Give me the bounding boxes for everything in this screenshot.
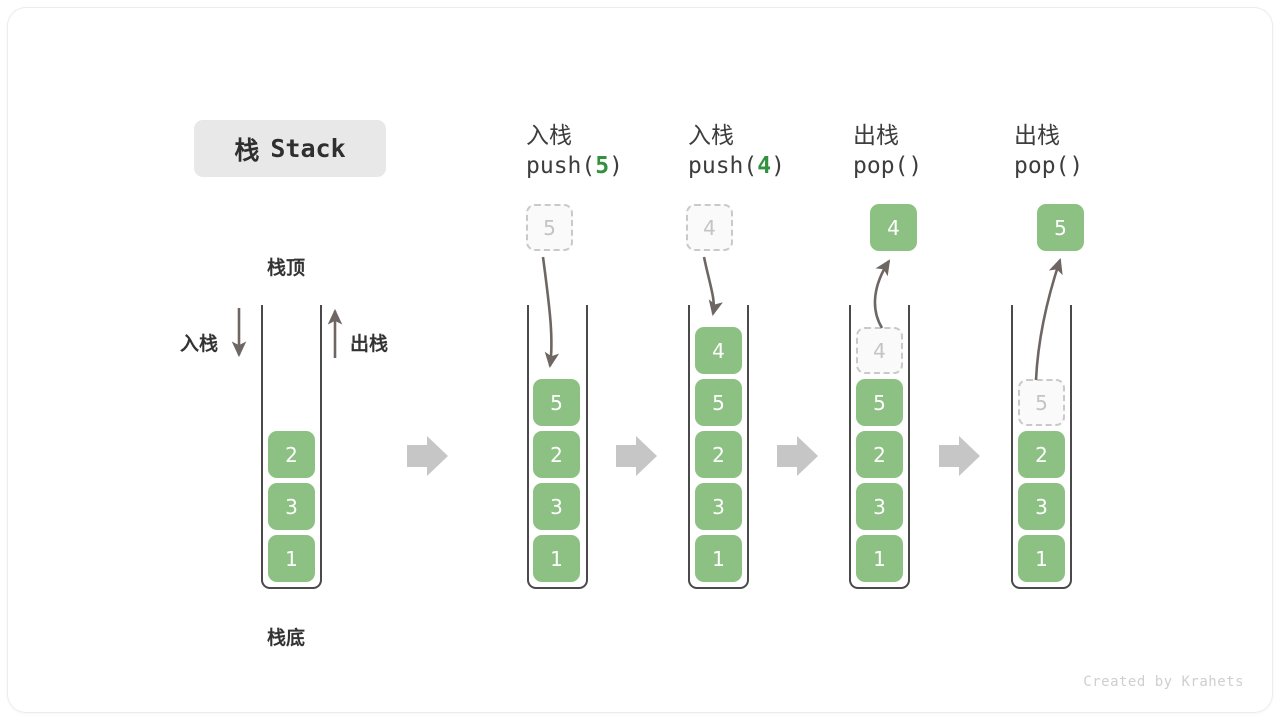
stack-2-cell-0: 5 xyxy=(533,379,580,426)
stack-tube-3 xyxy=(688,305,749,589)
stack-2-cell-3: 1 xyxy=(533,535,580,582)
stack-5-cell-0-ghost: 5 xyxy=(1018,379,1065,426)
step-5-op-cjk: 出栈 xyxy=(1014,123,1060,149)
stack-4-cell-3: 3 xyxy=(856,483,903,530)
stack-1-cell-0: 2 xyxy=(268,431,315,478)
step-4-code-suffix: ) xyxy=(908,153,923,179)
stack-2-cell-2: 3 xyxy=(533,483,580,530)
stack-3-cell-1: 5 xyxy=(695,379,742,426)
watermark: Created by Krahets xyxy=(1083,674,1244,690)
step-2-code-suffix: ) xyxy=(609,153,623,179)
step-3-code-arg: 4 xyxy=(757,153,772,179)
stack-top-label: 栈顶 xyxy=(267,257,306,279)
push-label-left: 入栈 xyxy=(180,333,219,355)
title-latin: Stack xyxy=(270,134,346,163)
step-4-code-prefix: pop( xyxy=(853,153,909,179)
stack-1-cell-1: 3 xyxy=(268,483,315,530)
step-3-code-prefix: push( xyxy=(688,153,758,179)
title-badge: 栈 Stack xyxy=(194,120,386,177)
floating-box-4: 4 xyxy=(870,204,917,251)
stack-4-cell-2: 2 xyxy=(856,431,903,478)
pop-label-left: 出栈 xyxy=(350,333,389,355)
diagram-canvas: 栈 Stack 栈顶 入栈 出栈 栈底 2 3 1 入栈 push(5) 5 5… xyxy=(8,8,1272,712)
step-2-code-arg: 5 xyxy=(595,153,610,179)
step-2-op-code: push(5) xyxy=(526,153,623,179)
step-transition-arrow-4 xyxy=(939,436,980,476)
stack-tube-5 xyxy=(1011,305,1072,589)
step-4-op-code: pop() xyxy=(853,153,922,179)
step-5-op-code: pop() xyxy=(1014,153,1083,179)
title-cjk: 栈 xyxy=(234,135,261,165)
stack-3-cell-4: 1 xyxy=(695,535,742,582)
stack-4-cell-0-ghost: 4 xyxy=(856,327,903,374)
step-3-code-suffix: ) xyxy=(771,153,785,179)
stack-3-cell-3: 3 xyxy=(695,483,742,530)
step-5-code-suffix: ) xyxy=(1069,153,1084,179)
step-transition-arrow-3 xyxy=(777,436,818,476)
step-3-op-cjk: 入栈 xyxy=(688,123,734,149)
stack-5-cell-1: 2 xyxy=(1018,431,1065,478)
stack-tube-1 xyxy=(261,305,322,589)
step-5-code-prefix: pop( xyxy=(1014,153,1070,179)
stack-5-cell-3: 1 xyxy=(1018,535,1065,582)
stack-4-cell-4: 1 xyxy=(856,535,903,582)
stack-1-cell-2: 1 xyxy=(268,535,315,582)
stack-bottom-label: 栈底 xyxy=(267,627,306,649)
stack-3-cell-2: 2 xyxy=(695,431,742,478)
arrow-overlay xyxy=(231,256,1063,476)
step-transition-arrow-2 xyxy=(616,436,657,476)
floating-box-5: 5 xyxy=(1037,204,1084,251)
stack-tube-2 xyxy=(527,305,588,589)
stack-4-cell-1: 5 xyxy=(856,379,903,426)
floating-box-2: 5 xyxy=(526,204,573,251)
stack-5-cell-2: 3 xyxy=(1018,483,1065,530)
step-2-op-cjk: 入栈 xyxy=(526,123,572,149)
step-2-code-prefix: push( xyxy=(526,153,596,179)
stack-3-cell-0: 4 xyxy=(695,327,742,374)
floating-box-3: 4 xyxy=(686,204,733,251)
stack-tube-4 xyxy=(849,305,910,589)
step-transition-arrow-1 xyxy=(407,436,448,476)
stack-2-cell-1: 2 xyxy=(533,431,580,478)
step-4-op-cjk: 出栈 xyxy=(853,123,899,149)
step-3-op-code: push(4) xyxy=(688,153,785,179)
